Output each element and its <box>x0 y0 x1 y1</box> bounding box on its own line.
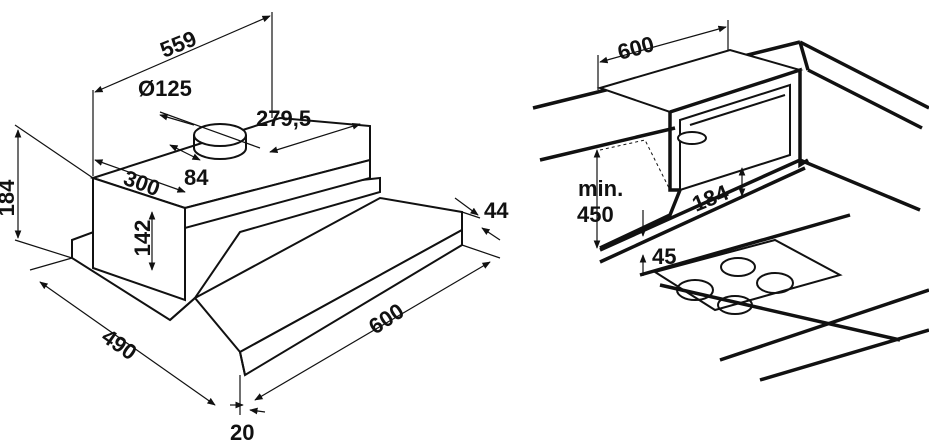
dim-min-450: 450 <box>577 202 614 227</box>
dim-duct-diameter: Ø125 <box>138 76 192 101</box>
cabinet-duct-hole <box>677 131 707 145</box>
dim-44: 44 <box>484 198 509 223</box>
dim-84: 84 <box>184 165 209 190</box>
hood-drawing: 559 Ø125 279,5 300 84 184 142 44 490 600… <box>0 12 509 445</box>
dim-184-height: 184 <box>0 179 19 216</box>
installation-drawing: 600 min. 450 184 45 <box>532 20 929 382</box>
hob-burner <box>756 272 794 294</box>
min-label: min. <box>578 176 623 201</box>
hob-burner <box>720 257 756 277</box>
dim-cabinet-600: 600 <box>615 31 657 65</box>
dim-559: 559 <box>157 26 200 63</box>
dim-600: 600 <box>364 298 408 339</box>
dim-20: 20 <box>230 420 254 445</box>
hood-side-face <box>184 158 371 230</box>
dim-142: 142 <box>130 220 155 257</box>
hob-burner <box>676 279 714 301</box>
cabinet-opening <box>679 83 791 192</box>
hob-burner <box>717 295 753 315</box>
hob <box>652 238 843 312</box>
dim-490: 490 <box>97 324 141 366</box>
dim-45: 45 <box>652 244 676 269</box>
dim-279-5: 279,5 <box>256 106 311 131</box>
